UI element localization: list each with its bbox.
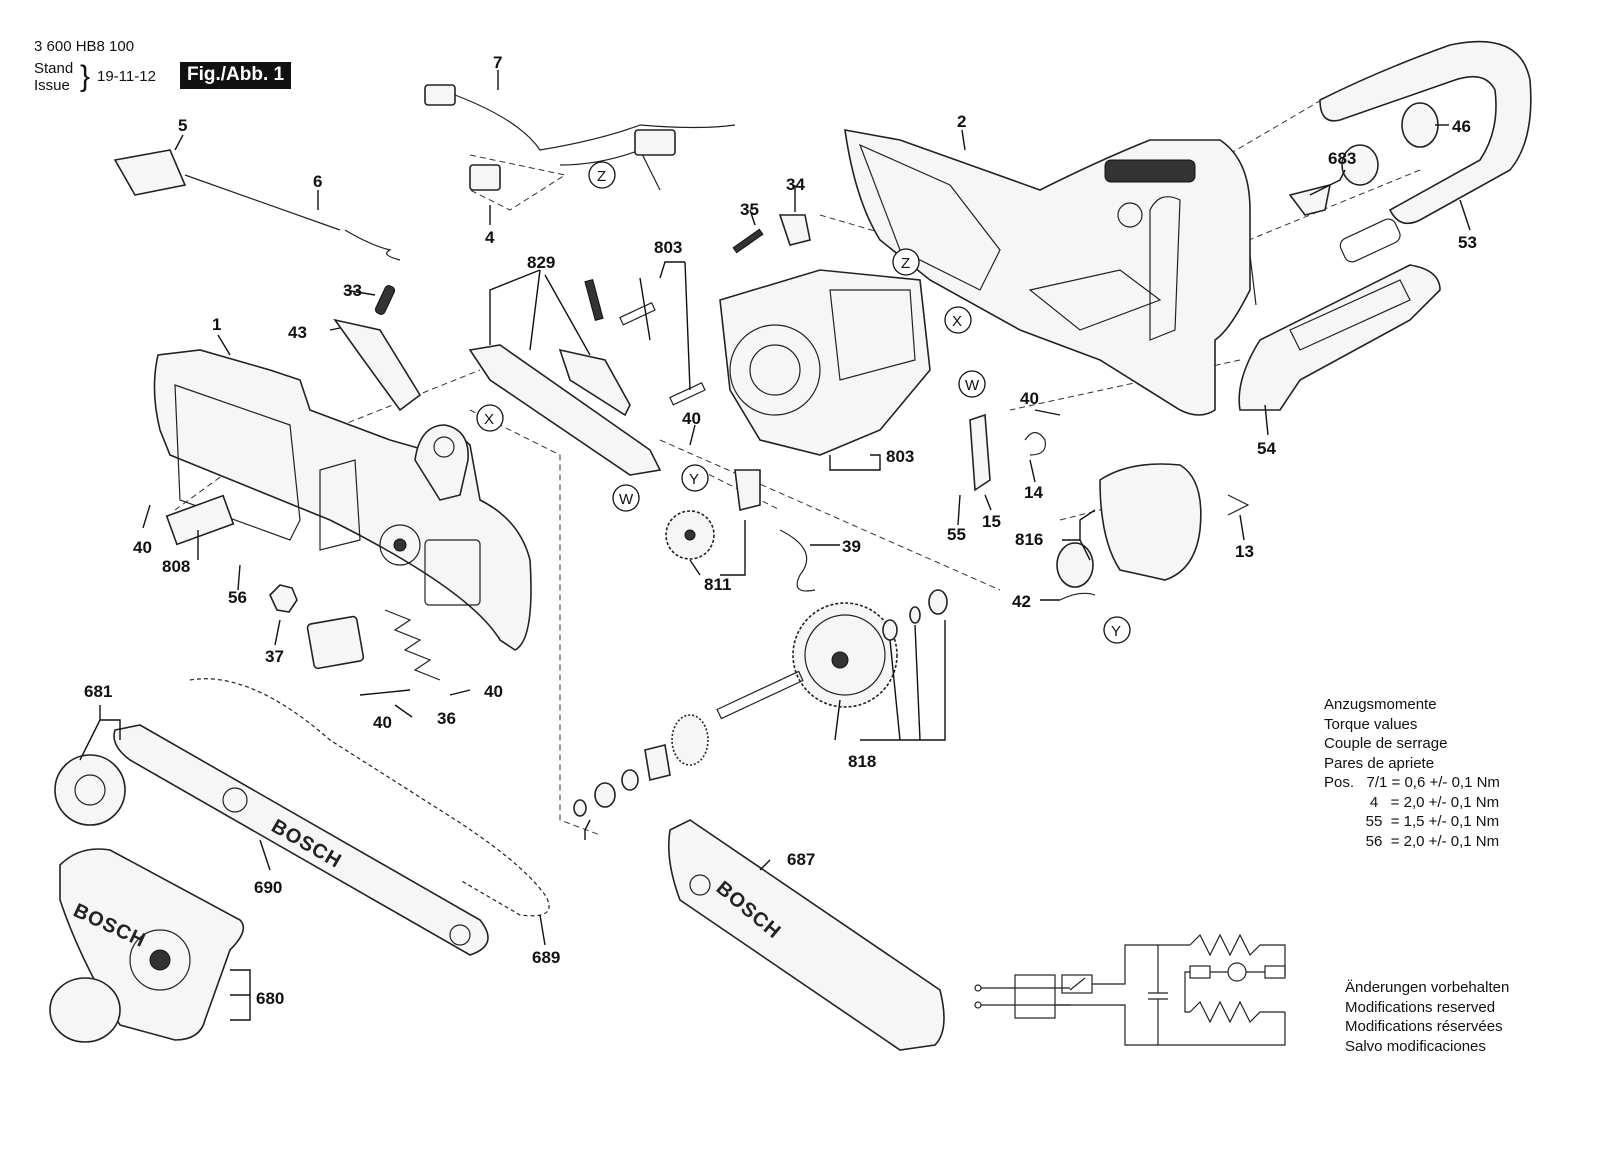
torque-row-1: Pos. 7/1 = 0,6 +/- 0,1 Nm [1324,774,1500,791]
part-label-42: 42 [1012,592,1031,611]
part-label-35: 35 [740,200,759,219]
issue-label: Issue [34,77,70,94]
small-parts [165,102,1439,817]
part-label-40-c: 40 [1020,389,1039,408]
housing-half-right [844,129,1257,416]
ref-mark-w-1: W [619,491,634,508]
part-label-1: 1 [212,315,221,334]
part-label-683: 683 [1328,149,1356,168]
part-label-13: 13 [1235,542,1254,561]
document-number: 3 600 HB8 100 [34,38,135,55]
torque-values-note: Anzugsmomente Torque values Couple de se… [1324,695,1500,851]
torque-row-3: 55 = 1,5 +/- 0,1 Nm [1324,813,1500,830]
part-label-14: 14 [1024,483,1043,502]
part-label-681: 681 [84,682,112,701]
ref-mark-z-2: Z [901,255,910,272]
part-label-680: 680 [256,989,284,1008]
part-label-54: 54 [1257,439,1276,458]
chain-cover: BOSCH [49,848,245,1043]
torque-title-en: Torque values [1324,715,1418,733]
hand-guard [1238,264,1441,411]
drive-gear [716,589,948,720]
changes-es: Salvo modificaciones [1345,1037,1486,1055]
part-label-687: 687 [787,850,815,869]
part-label-2: 2 [957,112,966,131]
part-label-6: 6 [313,172,322,191]
part-number-labels: 1 2 4 5 6 7 13 14 15 33 34 35 36 37 39 4… [84,53,1477,1008]
ref-mark-z-1: Z [597,168,606,185]
modifications-note: Änderungen vorbehalten Modifications res… [1345,978,1509,1056]
part-label-37: 37 [265,647,284,666]
brace: } [80,60,91,93]
front-handle [1319,40,1532,263]
tensioner-wheel [54,754,126,826]
part-label-39: 39 [842,537,861,556]
part-label-43: 43 [288,323,307,342]
part-label-811: 811 [704,575,731,594]
part-label-40-b: 40 [682,409,701,428]
circuit-schematic [974,933,1286,1046]
issue-date: 19-11-12 [97,68,156,85]
ref-mark-x-1: X [484,411,494,428]
changes-fr: Modifications réservées [1345,1018,1503,1035]
part-label-40-d: 40 [484,682,503,701]
torque-title-es: Pares de apriete [1324,754,1435,772]
part-label-34: 34 [786,175,805,194]
part-label-15: 15 [982,512,1001,531]
ref-mark-x-2: X [952,313,962,330]
part-label-55: 55 [947,525,966,544]
figure-label: Fig./Abb. 1 [180,62,292,89]
reference-marks: X X Y Y Z Z W W [476,161,1131,644]
part-label-5: 5 [178,116,187,135]
stand-label: Stand [34,60,74,77]
torque-title-de: Anzugsmomente [1324,696,1437,713]
ref-mark-y-1: Y [689,471,699,488]
part-label-690: 690 [254,878,282,897]
part-label-40-e: 40 [373,713,392,732]
part-label-33: 33 [343,281,362,300]
part-label-4: 4 [485,228,495,247]
part-label-803-bottom: 803 [886,447,914,466]
part-label-40-a: 40 [133,538,152,557]
part-label-46: 46 [1452,117,1471,136]
changes-de: Änderungen vorbehalten [1345,979,1510,996]
part-label-689: 689 [532,948,560,967]
torque-row-2: 4 = 2,0 +/- 0,1 Nm [1324,793,1500,811]
part-label-816: 816 [1015,530,1043,549]
part-label-36: 36 [437,709,456,728]
changes-en: Modifications reserved [1345,998,1496,1016]
ref-mark-w-2: W [965,377,980,394]
ref-mark-y-2: Y [1111,623,1121,640]
part-label-808: 808 [162,557,190,576]
wiring-harness [424,84,736,191]
part-label-829: 829 [527,253,555,272]
saw-chain [189,678,550,917]
leader-lines [79,70,1471,1021]
part-label-7: 7 [493,53,502,72]
part-label-53: 53 [1458,233,1477,252]
part-label-56: 56 [228,588,247,607]
part-label-803-top: 803 [654,238,682,257]
motor-assembly [719,269,931,456]
torque-row-4: 56 = 2,0 +/- 0,1 Nm [1324,832,1500,850]
torque-title-fr: Couple de serrage [1324,735,1448,752]
power-cable [113,149,401,261]
part-label-818: 818 [848,752,876,771]
housing-half-left [153,349,532,651]
